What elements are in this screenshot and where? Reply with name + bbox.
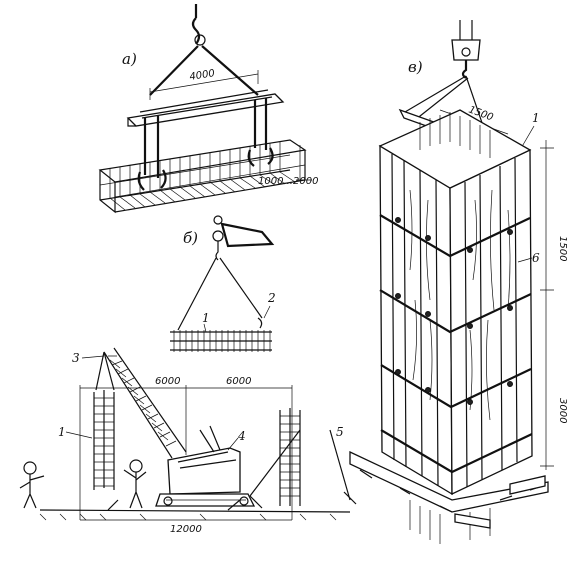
crane-assembly-scene: 6000 6000 12000 1 3 — [19, 347, 357, 535]
panel-c-label: в) — [408, 58, 423, 76]
dim-a-span: 4000 — [189, 68, 216, 83]
panel-b-label: б) — [183, 229, 198, 247]
label-1-mesh: 1 — [202, 311, 210, 325]
crane-boom — [103, 347, 187, 459]
panel-a-cage-lifting: 4000 1000...2000 а) — [98, 4, 318, 214]
worker-middle — [123, 459, 147, 509]
beam-cage — [98, 139, 307, 214]
crawler-crane — [155, 425, 256, 507]
temporary-braces — [107, 429, 357, 511]
dim-crane-total: 12000 — [170, 524, 202, 535]
label-1-cage: 1 — [58, 425, 66, 439]
dim-c-side-upper: 1500 — [557, 236, 568, 261]
column-formwork-box — [378, 109, 533, 496]
standing-column-cage — [279, 408, 301, 506]
label-3-boom: 3 — [72, 351, 80, 365]
crane-hook-icon — [191, 4, 201, 45]
dim-crane-left: 6000 — [155, 376, 180, 387]
dim-crane-right: 6000 — [226, 376, 251, 387]
dim-c-side-lower: 3000 — [557, 398, 568, 423]
label-1-traverse: 1 — [532, 111, 540, 125]
label-2-hook: 2 — [267, 291, 276, 305]
panel-b-mesh-lifting: б) 1 2 — [170, 215, 276, 352]
column-base-frame — [349, 450, 549, 544]
dim-a-height: 1000...2000 — [258, 176, 318, 187]
label-6-formwork: 6 — [532, 251, 540, 265]
label-5-brace: 5 — [336, 425, 344, 439]
worker-left — [19, 461, 45, 509]
label-4-crane: 4 — [237, 429, 246, 443]
panel-a-label: а) — [122, 50, 137, 68]
pulley-block-icon — [451, 39, 481, 61]
panel-c-formwork: 1500 1 — [349, 20, 568, 544]
hanging-column-cage — [93, 351, 115, 490]
